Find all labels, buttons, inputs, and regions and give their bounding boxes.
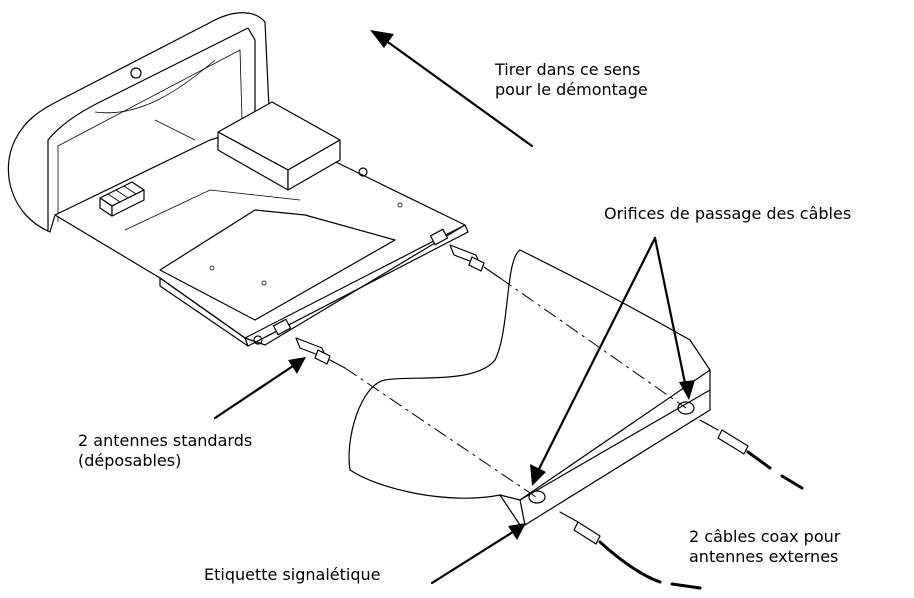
standard-antennas-line-1: 2 antennes standards — [78, 431, 253, 450]
standard-antennas-label: 2 antennes standards (déposables) — [78, 431, 252, 471]
pointer-arrow-cable-hole-back — [653, 236, 695, 400]
pull-direction-line-1: Tirer dans ce sens — [495, 60, 641, 79]
cable-holes-label: Orifices de passage des câbles — [604, 204, 851, 224]
standard-antenna-right — [449, 244, 501, 279]
coax-cables-line-2: antennes externes — [689, 547, 839, 566]
standard-antennas-line-2: (déposables) — [78, 451, 182, 470]
cable-hole-front — [528, 490, 546, 504]
alignment-line-back — [499, 277, 687, 409]
coax-cable-front — [559, 511, 702, 590]
circuit-board — [54, 101, 469, 347]
pointer-arrow-cable-hole-front — [530, 236, 657, 486]
coax-cables-label: 2 câbles coax pour antennes externes — [689, 527, 840, 567]
front-cover — [7, 12, 271, 233]
alignment-line-front — [344, 367, 537, 498]
coax-cable-back — [699, 419, 804, 490]
rating-label-label: Etiquette signalétique — [204, 565, 380, 585]
cable-holes-line-1: Orifices de passage des câbles — [604, 204, 852, 223]
enclosure-case — [348, 249, 711, 526]
pointer-arrow-standard-antennas — [213, 357, 306, 420]
pointer-arrow-rating-label — [430, 523, 526, 585]
standard-antenna-left — [295, 337, 346, 369]
cable-hole-back — [677, 401, 695, 415]
screw-hole — [130, 67, 142, 79]
coax-cables-line-1: 2 câbles coax pour — [689, 527, 841, 546]
pull-direction-arrow — [370, 30, 534, 148]
pull-direction-line-2: pour le démontage — [495, 80, 648, 99]
pull-direction-label: Tirer dans ce sens pour le démontage — [495, 60, 648, 100]
rating-label-line-1: Etiquette signalétique — [204, 565, 381, 584]
